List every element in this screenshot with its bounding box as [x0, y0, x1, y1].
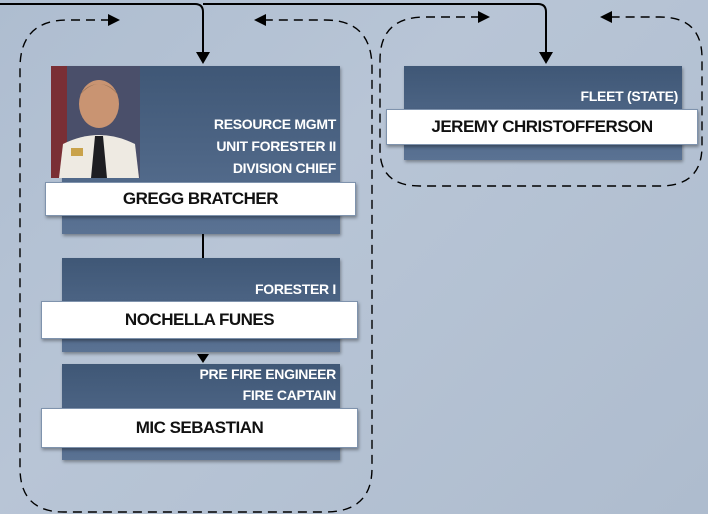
name-christofferson: JEREMY CHRISTOFFERSON — [386, 109, 698, 145]
name-funes: NOCHELLA FUNES — [41, 301, 358, 339]
portrait-photo — [51, 66, 140, 178]
title-forester-i: FORESTER I — [254, 281, 336, 297]
title-resource-mgmt: RESOURCE MGMT — [213, 116, 336, 132]
group-boundary-left — [19, 19, 373, 513]
title-pre-fire-engineer: PRE FIRE ENGINEER — [199, 366, 337, 382]
dashed-arrow-right-left-group — [108, 14, 120, 26]
dashed-arrow-left-right-group — [600, 11, 612, 23]
name-sebastian: MIC SEBASTIAN — [41, 408, 358, 448]
arrowhead-bratcher — [196, 52, 210, 64]
arrowhead-christofferson — [539, 52, 553, 64]
name-bratcher: GREGG BRATCHER — [45, 182, 356, 216]
title-fire-captain: FIRE CAPTAIN — [242, 387, 337, 403]
arrowhead-sebastian — [197, 354, 209, 363]
title-unit-forester-ii: UNIT FORESTER II — [216, 138, 336, 154]
connector-to-bratcher — [0, 3, 204, 60]
portrait-image — [51, 66, 140, 178]
title-fleet-state: FLEET (STATE) — [580, 88, 679, 104]
group-boundary-right — [379, 16, 703, 187]
title-division-chief: DIVISION CHIEF — [232, 160, 336, 176]
dashed-arrow-left-left-group — [254, 14, 266, 26]
connector-to-christofferson — [203, 3, 547, 60]
dashed-arrow-right-right-group — [478, 11, 490, 23]
